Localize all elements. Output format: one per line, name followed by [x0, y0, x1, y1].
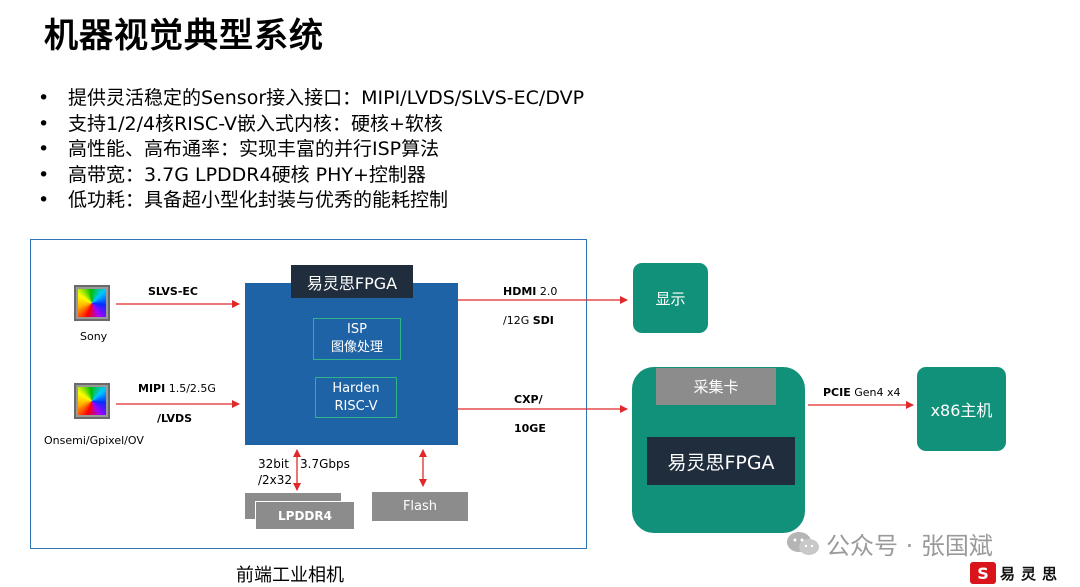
sensor-sony-label: Sony: [80, 330, 108, 343]
feature-item: 低功耗：具备超小型化封装与优秀的能耗控制: [38, 188, 584, 214]
flash-block: Flash: [372, 492, 468, 521]
feature-item: 支持1/2/4核RISC-V嵌入式内核：硬核+软核: [38, 112, 584, 138]
feature-item: 高性能、高布通率：实现丰富的并行ISP算法: [38, 137, 584, 163]
pcie-label: PCIE Gen4 x4: [823, 386, 901, 399]
link-lvds-label: /LVDS: [157, 412, 193, 425]
isp-block: ISP 图像处理: [313, 318, 401, 360]
capture-fpga-block: 易灵思FPGA: [647, 437, 795, 485]
10ge-label: 10GE: [514, 422, 546, 435]
lpddr4-block: LPDDR4: [256, 502, 354, 529]
display-block: 显示: [633, 263, 708, 333]
mem-width-label-2: /2x32: [258, 473, 293, 487]
fpga-main-tag: 易灵思FPGA: [291, 265, 413, 298]
sdi-label: /12G SDI: [503, 314, 554, 327]
watermark: 公众号 · 张国斌: [786, 526, 993, 561]
sensor-onsemi-label: Onsemi/Gpixel/OV: [44, 434, 144, 447]
mem-width-label: 32bit: [258, 457, 289, 471]
cxp-label: CXP/: [514, 393, 543, 406]
frame-caption: 前端工业相机: [236, 565, 344, 586]
page-title: 机器视觉典型系统: [44, 16, 324, 56]
feature-list: 提供灵活稳定的Sensor接入接口：MIPI/LVDS/SLVS-EC/DVP …: [38, 86, 584, 214]
brand-logo: S 易灵思: [970, 562, 1063, 584]
capture-card-label: 采集卡: [656, 368, 776, 405]
link-mipi-label: MIPI 1.5/2.5G: [138, 382, 216, 395]
fpga-main-block: [245, 283, 458, 445]
brand-mark-icon: S: [970, 562, 996, 584]
sensor-sony-icon: [74, 285, 110, 321]
riscv-block: Harden RISC-V: [315, 377, 397, 418]
brand-text: 易灵思: [1000, 564, 1064, 583]
feature-item: 高带宽：3.7G LPDDR4硬核 PHY+控制器: [38, 163, 584, 189]
wechat-icon: [787, 531, 819, 555]
host-block: x86主机: [917, 367, 1006, 451]
hdmi-label: HDMI 2.0: [503, 285, 558, 298]
camera-frame: [30, 239, 587, 549]
link-slvs-ec-label: SLVS-EC: [148, 285, 199, 298]
feature-item: 提供灵活稳定的Sensor接入接口：MIPI/LVDS/SLVS-EC/DVP: [38, 86, 584, 112]
mem-speed-label: 3.7Gbps: [300, 457, 350, 471]
sensor-onsemi-icon: [74, 383, 110, 419]
